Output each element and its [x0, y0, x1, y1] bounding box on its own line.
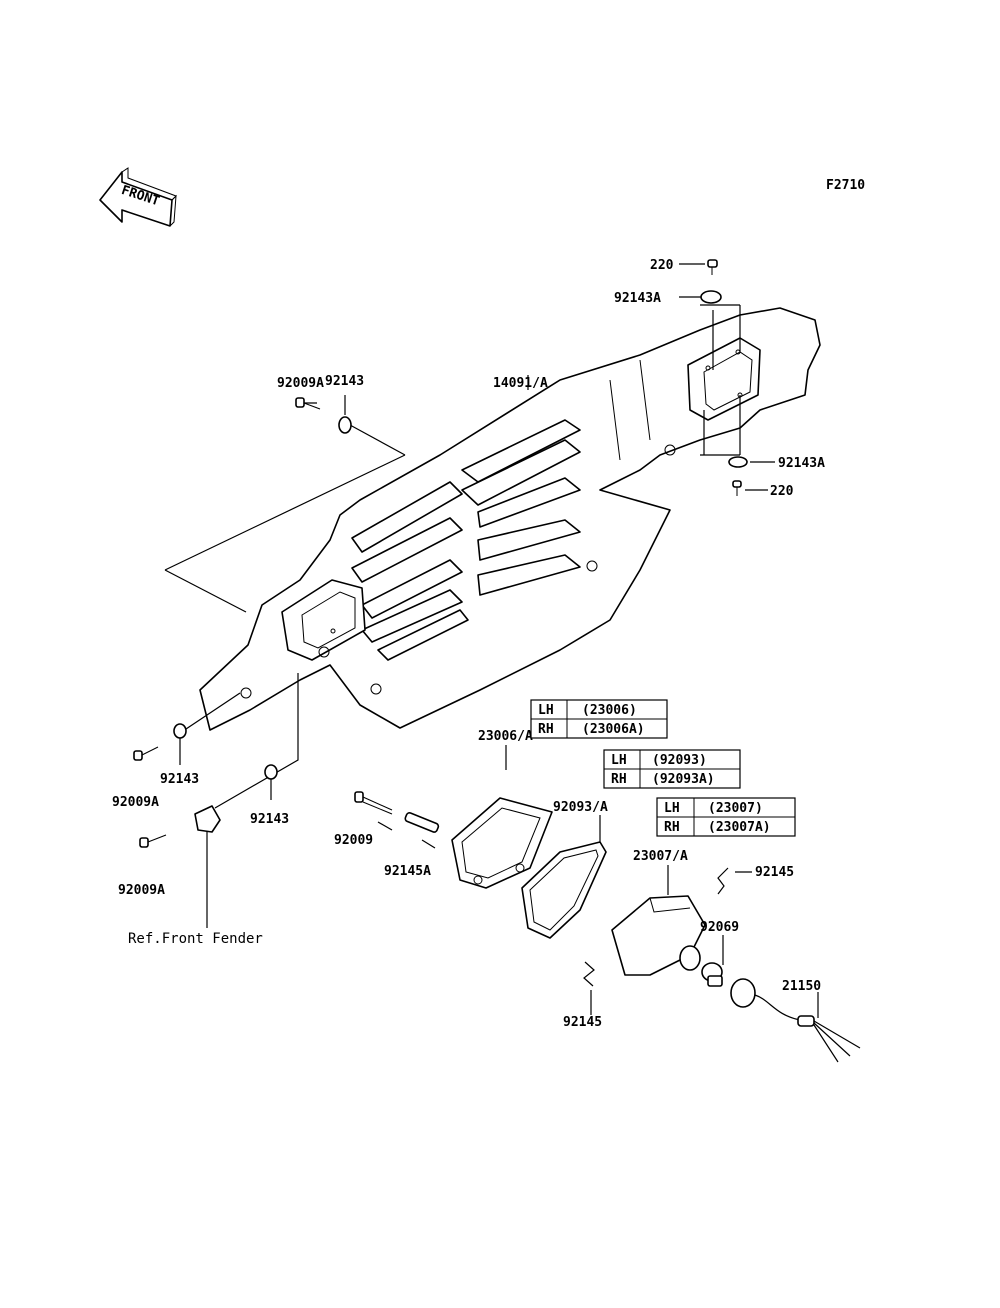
washer-92143-mid — [264, 764, 278, 780]
table-23007-r1c2: (23007) — [708, 801, 763, 816]
label-92145-right: 92145 — [755, 865, 794, 880]
screw-220-right — [732, 480, 742, 496]
table-92093-r2c1: RH — [611, 772, 627, 787]
figure-code: F2710 — [826, 178, 865, 193]
table-23006-r2c1: RH — [538, 722, 554, 737]
label-220-top: 220 — [650, 258, 674, 273]
screw-92009A-left — [133, 746, 159, 761]
table-92093-r1c2: (92093) — [652, 753, 707, 768]
grommet-92143A-top — [700, 290, 722, 304]
part-labels: 220 92143A 14091/A 92009A 92143 92143A 2… — [112, 258, 825, 1030]
front-arrow-icon: FRONT — [99, 167, 177, 227]
label-23006A: 23006/A — [478, 729, 533, 744]
grille-panel — [199, 307, 821, 731]
lamp-unit-23007A — [611, 895, 706, 976]
clip-92145-bottom — [583, 961, 595, 987]
leader-lines — [164, 263, 819, 1018]
screw-220-top — [707, 259, 718, 275]
label-92143-mid: 92143 — [250, 812, 289, 827]
table-23006: LH (23006) RH (23006A) — [530, 699, 668, 739]
grille-slots — [351, 419, 581, 661]
lamp-rim-23006A — [451, 797, 553, 889]
label-92009A-top: 92009A — [277, 376, 324, 391]
screw-92009A-top — [295, 397, 321, 410]
label-23007A: 23007/A — [633, 849, 688, 864]
label-92009A-bottom: 92009A — [118, 883, 165, 898]
washer-92143-top — [338, 416, 352, 434]
socket-21150 — [730, 978, 861, 1063]
label-21150: 21150 — [782, 979, 821, 994]
ref-note: Ref.Front Fender — [128, 931, 263, 947]
washer-92143-left — [173, 723, 187, 739]
bracket — [194, 805, 221, 833]
hardware — [133, 259, 748, 848]
table-23007: LH (23007) RH (23007A) — [656, 797, 796, 837]
label-92145-bottom: 92145 — [563, 1015, 602, 1030]
table-23006-r1c2: (23006) — [582, 703, 637, 718]
label-92143A-top: 92143A — [614, 291, 661, 306]
label-92069: 92069 — [700, 920, 739, 935]
gasket-92093A — [521, 841, 607, 939]
label-92009: 92009 — [334, 833, 373, 848]
label-220-right: 220 — [770, 484, 794, 499]
label-92143-top: 92143 — [325, 374, 364, 389]
clip-92145-right — [717, 867, 729, 895]
label-92143-left: 92143 — [160, 772, 199, 787]
table-23007-r2c1: RH — [664, 820, 680, 835]
table-92093-r2c2: (92093A) — [652, 772, 715, 787]
table-23006-r1c1: LH — [538, 703, 554, 718]
label-92145A: 92145A — [384, 864, 431, 879]
table-92093: LH (92093) RH (92093A) — [603, 749, 741, 789]
label-92093A: 92093/A — [553, 800, 608, 815]
bulb-92069 — [701, 962, 723, 987]
table-23007-r1c1: LH — [664, 801, 680, 816]
screw-92009A-bottom — [139, 834, 167, 848]
table-23006-r2c2: (23006A) — [582, 722, 645, 737]
spring-92145A — [404, 812, 440, 833]
grommet-92143A-right — [728, 456, 748, 468]
table-92093-r1c1: LH — [611, 753, 627, 768]
table-23007-r2c2: (23007A) — [708, 820, 771, 835]
left-lamp-recess — [281, 579, 366, 661]
label-92143A-right: 92143A — [778, 456, 825, 471]
label-14091A: 14091/A — [493, 376, 548, 391]
screw-92009 — [354, 791, 393, 815]
label-92009A-left: 92009A — [112, 795, 159, 810]
